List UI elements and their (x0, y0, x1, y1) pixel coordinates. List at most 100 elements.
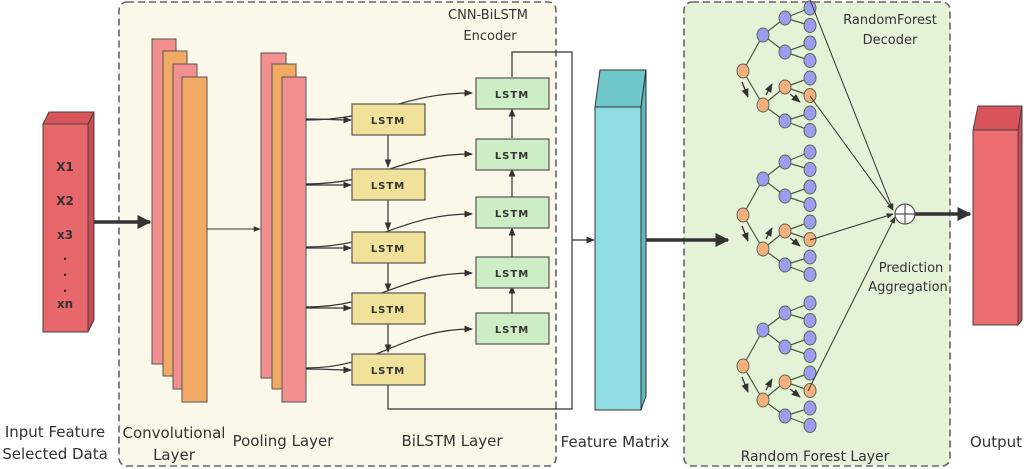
random-forest-layer-label: Random Forest Layer (741, 449, 890, 465)
tree-node (803, 214, 817, 230)
tree-node (803, 53, 817, 68)
decoder-title-line1: RandomForest (843, 13, 937, 28)
tree-node (803, 249, 817, 265)
lstm-label: LSTM (371, 116, 405, 127)
tree-node (778, 223, 792, 239)
lstm-label: LSTM (495, 325, 529, 336)
decision-path-arrow (764, 378, 773, 391)
decision-path-arrow (764, 83, 773, 96)
tree-node (778, 305, 792, 321)
decoder-title-line2: Decoder (863, 33, 918, 48)
output-block (972, 105, 1023, 327)
tree-node (778, 339, 792, 355)
lstm-label: LSTM (495, 269, 529, 280)
tree-node (756, 392, 770, 408)
decision-tree (736, 295, 817, 433)
output-label: Output (970, 433, 1022, 451)
encoder-title-line1: CNN-BiLSTM (448, 8, 528, 23)
feature-ellipsis-1: . (63, 249, 68, 263)
bilstm-label: BiLSTM Layer (401, 432, 503, 450)
aggregation-label-line2: Aggregation (868, 280, 948, 295)
feature-x3: x3 (57, 228, 73, 242)
backward-lstm-cell: LSTM (475, 196, 550, 229)
input-label-line2: Selected Data (2, 445, 108, 463)
tree-node (803, 365, 817, 381)
tree-node (736, 358, 750, 374)
tree-node (756, 27, 770, 43)
decision-path-arrow (789, 388, 801, 398)
feature-matrix-label: Feature Matrix (561, 433, 670, 451)
pooling-layer (260, 52, 307, 403)
tree-node (778, 188, 792, 204)
feature-matrix-block (594, 69, 647, 411)
tree-node (803, 295, 817, 311)
tree-node (756, 171, 770, 187)
tree-node (778, 113, 792, 129)
lstm-label: LSTM (371, 366, 405, 377)
feature-x2: X2 (56, 194, 74, 208)
lstm-label: LSTM (371, 244, 405, 255)
tree-node (756, 322, 770, 338)
tree-node (756, 241, 770, 257)
random-forest-trees (736, 0, 817, 433)
tree-node (736, 63, 750, 79)
decision-path-arrow (741, 225, 749, 242)
tree-node (803, 144, 817, 160)
lstm-label: LSTM (495, 151, 529, 162)
lstm-label: LSTM (371, 181, 405, 192)
tree-node (803, 348, 817, 363)
forward-lstm-cell: LSTM (351, 103, 426, 136)
input-feature-block: X1 X2 x3 . . . xn (42, 111, 95, 333)
feature-x1: X1 (56, 160, 74, 174)
decision-path-arrow (741, 81, 749, 98)
tree-node (778, 79, 792, 95)
backward-lstm-cell: LSTM (475, 138, 550, 171)
tree-node (803, 0, 817, 16)
decision-path-arrow (789, 93, 801, 103)
tree-node (803, 35, 817, 51)
tree-node (803, 383, 817, 398)
encoder-panel: CNN-BiLSTM Encoder (118, 1, 557, 467)
tree-node (803, 400, 817, 416)
decision-path-arrow (741, 376, 749, 393)
feature-ellipsis-2: . (63, 265, 68, 279)
bilstm-connections (305, 51, 595, 410)
tree-node (803, 70, 817, 86)
lstm-label: LSTM (495, 90, 529, 101)
conv-label-line1: Convolutional (123, 424, 226, 442)
backward-lstm-cell: LSTM (475, 77, 550, 110)
tree-node (756, 97, 770, 113)
tree-node (803, 18, 817, 33)
decoder-panel: RandomForest Decoder (683, 1, 951, 467)
tree-node (803, 267, 817, 282)
backward-lstm-cell: LSTM (475, 256, 550, 289)
lstm-label: LSTM (495, 209, 529, 220)
decision-tree (736, 0, 817, 138)
prediction-aggregation-symbol (894, 203, 916, 225)
encoder-title-line2: Encoder (463, 29, 517, 44)
tree-node (803, 179, 817, 195)
tree-node (778, 10, 792, 26)
tree-node (803, 197, 817, 212)
forward-lstm-cell: LSTM (351, 353, 426, 386)
tree-node (803, 313, 817, 328)
tree-node (778, 257, 792, 273)
tree-node (778, 44, 792, 60)
feature-ellipsis-3: . (63, 281, 68, 295)
conv-label-line2: Layer (153, 446, 196, 464)
tree-node (778, 154, 792, 170)
lstm-label: LSTM (371, 305, 405, 316)
tree-node (778, 374, 792, 390)
input-label-line1: Input Feature (5, 423, 105, 441)
aggregation-lines (807, 0, 896, 392)
tree-node (736, 207, 750, 223)
convolutional-layer (151, 38, 208, 403)
tree-node (778, 408, 792, 424)
tree-node (803, 162, 817, 177)
feature-xn: xn (57, 297, 73, 311)
tree-node (803, 123, 817, 138)
forward-lstm-cell: LSTM (351, 292, 426, 325)
decision-path-arrow (789, 237, 801, 247)
decision-path-arrow (764, 227, 773, 240)
